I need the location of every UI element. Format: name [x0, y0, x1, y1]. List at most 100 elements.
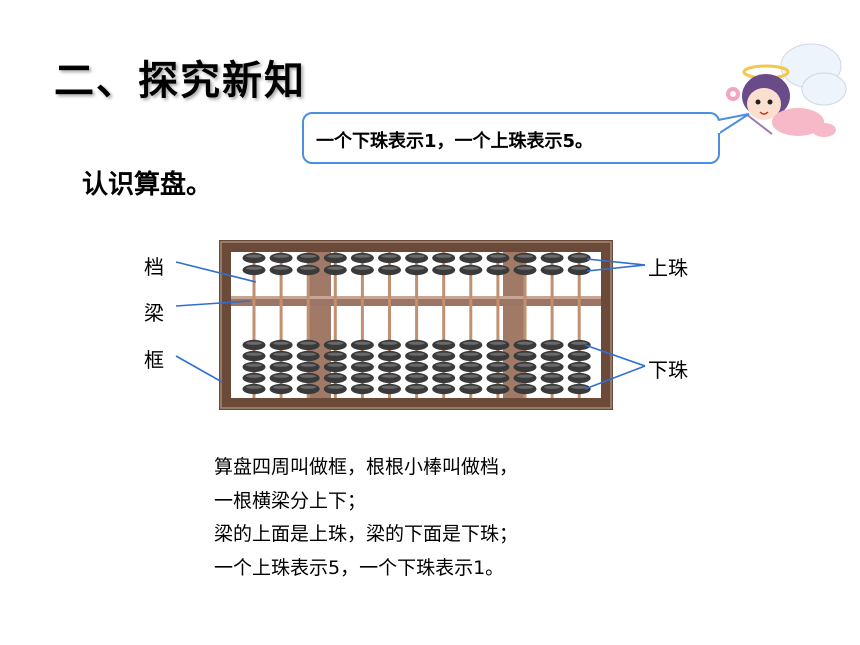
lower-bead	[242, 361, 266, 373]
upper-bead	[432, 252, 456, 264]
upper-bead-shine	[571, 266, 588, 270]
upper-bead	[378, 264, 401, 276]
lower-bead-shine	[462, 374, 479, 378]
upper-bead	[567, 264, 591, 276]
lower-bead	[486, 361, 510, 373]
lower-bead	[486, 372, 510, 384]
lower-bead-shine	[571, 341, 588, 345]
lower-bead	[269, 361, 293, 373]
upper-bead-shine	[381, 266, 398, 270]
lower-bead	[323, 372, 347, 384]
upper-bead-shine	[435, 254, 452, 258]
lower-bead-shine	[435, 385, 452, 389]
upper-bead-shine	[327, 266, 344, 270]
lower-bead-shine	[327, 385, 344, 389]
lower-bead-shine	[381, 363, 398, 367]
lower-bead	[567, 383, 591, 395]
lower-bead	[378, 350, 401, 362]
lower-bead	[269, 350, 293, 362]
label-lower-beads: 下珠	[648, 358, 688, 382]
upper-bead	[513, 264, 537, 276]
upper-bead-shine	[435, 266, 452, 270]
label-dang: 档	[144, 255, 164, 279]
lower-bead	[567, 350, 591, 362]
lower-bead-shine	[381, 374, 398, 378]
lower-bead-shine	[408, 352, 425, 356]
lower-bead-shine	[571, 363, 588, 367]
upper-bead	[405, 252, 429, 264]
pointer-liang	[175, 300, 251, 307]
upper-bead-shine	[544, 254, 561, 258]
upper-bead-shine	[544, 266, 561, 270]
upper-bead	[459, 264, 483, 276]
lower-bead	[540, 350, 564, 362]
lower-bead-shine	[381, 352, 398, 356]
lower-bead-shine	[462, 341, 479, 345]
upper-bead-shine	[489, 266, 506, 270]
lower-bead	[513, 350, 537, 362]
lower-bead	[405, 383, 429, 395]
upper-bead-shine	[571, 254, 588, 258]
lower-bead-shine	[408, 363, 425, 367]
lower-bead-shine	[571, 374, 588, 378]
lower-bead-shine	[327, 352, 344, 356]
description-line-4: 一个上珠表示5，一个下珠表示1。	[214, 557, 505, 579]
lower-bead-shine	[273, 374, 290, 378]
lower-bead-shine	[489, 363, 506, 367]
lower-bead	[540, 361, 564, 373]
lower-bead-shine	[544, 374, 561, 378]
lower-bead	[405, 350, 429, 362]
lower-bead-shine	[300, 385, 317, 389]
lower-bead-shine	[489, 341, 506, 345]
upper-bead	[269, 252, 293, 264]
lower-bead-shine	[300, 363, 317, 367]
lower-bead	[459, 372, 483, 384]
lower-bead-shine	[489, 385, 506, 389]
lower-bead	[432, 350, 456, 362]
lower-bead-shine	[273, 352, 290, 356]
label-upper-beads: 上珠	[648, 256, 688, 280]
upper-bead-shine	[354, 266, 371, 270]
lower-bead	[242, 372, 266, 384]
lower-bead-shine	[381, 341, 398, 345]
lower-bead	[432, 372, 456, 384]
lower-bead-shine	[273, 363, 290, 367]
upper-bead-shine	[246, 266, 262, 270]
upper-bead	[323, 264, 347, 276]
upper-bead	[459, 252, 483, 264]
lower-bead-shine	[354, 374, 371, 378]
lower-bead-shine	[273, 385, 290, 389]
bubble-tail	[717, 113, 750, 135]
lower-bead	[242, 383, 266, 395]
lower-bead	[567, 361, 591, 373]
upper-bead-shine	[273, 254, 290, 258]
lower-bead-shine	[544, 363, 561, 367]
lower-bead-shine	[273, 341, 290, 345]
upper-bead-shine	[408, 266, 425, 270]
upper-bead-shine	[300, 266, 317, 270]
lower-bead	[459, 350, 483, 362]
lower-bead	[405, 361, 429, 373]
lower-bead	[378, 383, 401, 395]
upper-bead	[242, 264, 266, 276]
lower-bead-shine	[246, 363, 262, 367]
lower-bead	[459, 339, 483, 351]
upper-bead	[350, 264, 374, 276]
pointer-kuang	[175, 355, 223, 383]
lower-bead	[296, 372, 320, 384]
upper-bead-shine	[300, 254, 317, 258]
lower-bead-shine	[327, 374, 344, 378]
lower-bead	[513, 372, 537, 384]
lower-bead	[323, 383, 347, 395]
lower-bead	[486, 350, 510, 362]
upper-bead	[567, 252, 591, 264]
bubble-text: 一个下珠表示1，一个上珠表示5。	[316, 131, 594, 152]
lower-bead-shine	[246, 374, 262, 378]
lower-bead	[405, 339, 429, 351]
label-liang: 梁	[144, 301, 164, 325]
lower-bead-shine	[408, 385, 425, 389]
lower-bead-shine	[435, 341, 452, 345]
lower-bead-shine	[517, 341, 533, 345]
lower-bead-shine	[354, 385, 371, 389]
